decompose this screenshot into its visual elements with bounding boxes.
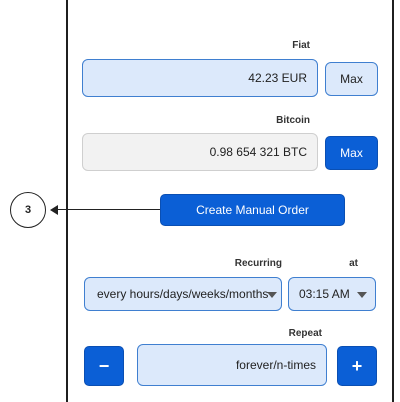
- bitcoin-label: Bitcoin: [276, 115, 310, 126]
- fiat-amount-input[interactable]: 42.23 EUR: [82, 59, 318, 97]
- recurring-select[interactable]: every hours/days/weeks/months: [84, 277, 282, 311]
- bitcoin-max-button[interactable]: Max: [325, 136, 378, 170]
- repeat-input-value: forever/n-times: [235, 358, 316, 372]
- chevron-down-icon: [267, 292, 277, 298]
- repeat-input[interactable]: forever/n-times: [137, 344, 327, 386]
- recurring-select-value: every hours/days/weeks/months: [97, 287, 269, 301]
- bitcoin-amount-value: 0.98 654 321 BTC: [209, 145, 307, 159]
- fiat-amount-value: 42.23 EUR: [248, 71, 307, 85]
- minus-icon: −: [98, 355, 110, 376]
- annotation-arrow-head: [50, 205, 58, 215]
- fiat-max-button[interactable]: Max: [325, 62, 378, 96]
- bitcoin-amount-input[interactable]: 0.98 654 321 BTC: [82, 133, 318, 171]
- time-select[interactable]: 03:15 AM: [288, 277, 376, 311]
- order-panel: [66, 0, 394, 402]
- bitcoin-max-label: Max: [340, 146, 363, 160]
- recurring-label: Recurring: [234, 258, 282, 269]
- decrement-button[interactable]: −: [84, 346, 124, 386]
- annotation-arrow-line: [56, 209, 160, 210]
- plus-icon: +: [351, 355, 363, 376]
- annotation-circle: 3: [10, 192, 46, 228]
- create-manual-order-button[interactable]: Create Manual Order: [160, 194, 345, 226]
- fiat-max-label: Max: [340, 72, 363, 86]
- repeat-label: Repeat: [288, 328, 322, 339]
- time-select-value: 03:15 AM: [299, 287, 350, 301]
- chevron-down-icon: [357, 292, 367, 298]
- increment-button[interactable]: +: [337, 346, 377, 386]
- at-label: at: [349, 258, 358, 269]
- annotation-number: 3: [24, 204, 32, 216]
- fiat-label: Fiat: [292, 40, 310, 51]
- create-manual-order-label: Create Manual Order: [196, 203, 309, 217]
